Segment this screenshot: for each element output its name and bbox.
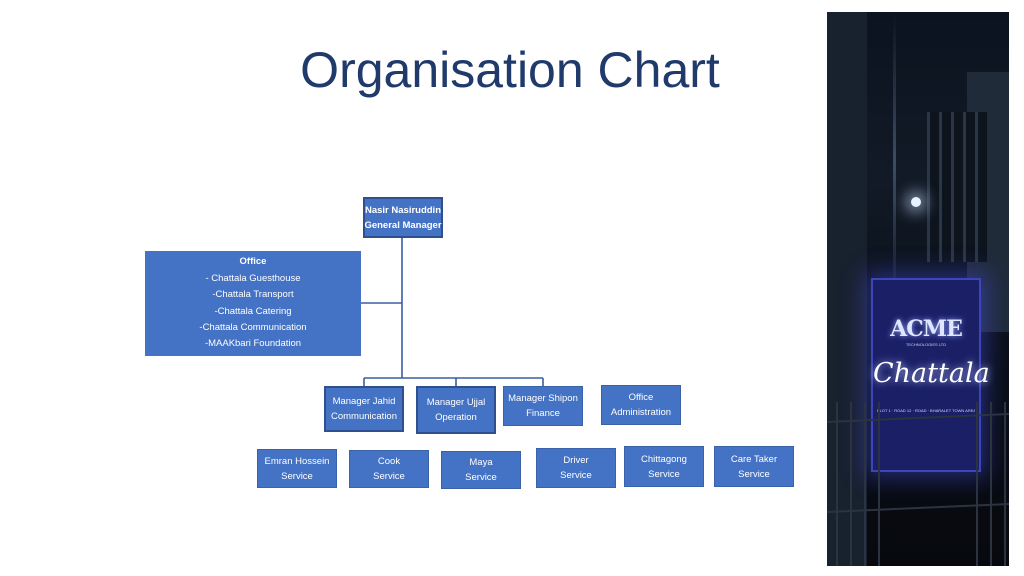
node-manager-jahid-dept: Communication <box>331 409 397 424</box>
node-service-cook-role: Service <box>373 469 405 484</box>
node-manager-shipon-name: Manager Shipon <box>508 391 578 406</box>
photo-fence <box>827 392 1009 566</box>
node-service-emran-hossein: Emran Hossein Service <box>257 449 337 488</box>
node-manager-ujjal-dept: Operation <box>435 410 477 425</box>
node-service-maya: Maya Service <box>441 451 521 489</box>
node-service-chittagong: Chittagong Service <box>624 446 704 487</box>
node-general-manager-role: General Manager <box>364 218 441 233</box>
node-office-administration-line1: Office <box>629 390 654 405</box>
office-list-item: -Chattala Transport <box>145 287 361 303</box>
node-service-maya-name: Maya <box>469 455 492 470</box>
office-list-item: -MAAKbari Foundation <box>145 336 361 352</box>
node-manager-ujjal-name: Manager Ujjal <box>427 395 486 410</box>
office-list: - Chattala Guesthouse -Chattala Transpor… <box>145 271 361 353</box>
node-general-manager: Nasir Nasiruddin General Manager <box>363 197 443 238</box>
sign-logo-subtitle: TECHNOLOGIES LTD <box>873 342 979 347</box>
node-service-care-taker-role: Service <box>738 467 770 482</box>
node-service-driver-role: Service <box>560 468 592 483</box>
node-office-list: Office - Chattala Guesthouse -Chattala T… <box>145 251 361 356</box>
photo-window-grid <box>927 112 987 262</box>
node-manager-shipon: Manager Shipon Finance <box>503 386 583 426</box>
office-list-item: -Chattala Communication <box>145 320 361 336</box>
node-manager-jahid-name: Manager Jahid <box>333 394 396 409</box>
node-service-driver: Driver Service <box>536 448 616 488</box>
sign-logo: ACME <box>873 316 979 342</box>
photo-chattala-signboard: ACME TECHNOLOGIES LTD Chattala PLOT 1 · … <box>827 12 1009 566</box>
node-service-care-taker: Care Taker Service <box>714 446 794 487</box>
sign-name: Chattala <box>873 358 979 389</box>
photo-light-streak <box>893 12 896 312</box>
node-service-emran-hossein-role: Service <box>281 469 313 484</box>
node-service-maya-role: Service <box>465 470 497 485</box>
node-service-chittagong-name: Chittagong <box>641 452 687 467</box>
photo-lamp <box>911 197 921 207</box>
office-list-item: - Chattala Guesthouse <box>145 271 361 287</box>
node-service-chittagong-role: Service <box>648 467 680 482</box>
node-manager-ujjal: Manager Ujjal Operation <box>416 386 496 434</box>
office-list-heading: Office <box>145 254 361 270</box>
node-manager-shipon-dept: Finance <box>526 406 560 421</box>
node-service-emran-hossein-name: Emran Hossein <box>265 454 330 469</box>
node-service-cook-name: Cook <box>378 454 400 469</box>
node-service-driver-name: Driver <box>563 453 588 468</box>
node-manager-jahid: Manager Jahid Communication <box>324 386 404 432</box>
node-office-administration-line2: Administration <box>611 405 671 420</box>
node-general-manager-name: Nasir Nasiruddin <box>365 203 441 218</box>
office-list-item: -Chattala Catering <box>145 304 361 320</box>
node-service-care-taker-name: Care Taker <box>731 452 777 467</box>
node-office-administration: Office Administration <box>601 385 681 425</box>
node-service-cook: Cook Service <box>349 450 429 488</box>
